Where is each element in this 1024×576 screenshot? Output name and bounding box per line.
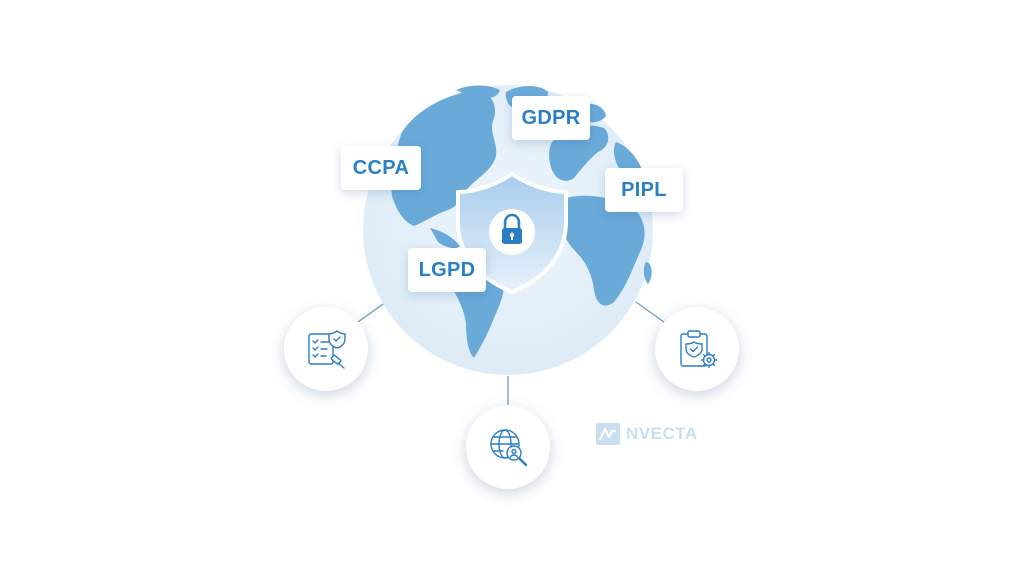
watermark-text: NVECTA: [626, 424, 698, 443]
pipl-text: PIPL: [621, 178, 667, 201]
nvecta-watermark: NVECTA: [596, 423, 698, 445]
clipboard-settings-node: [655, 307, 739, 391]
compliance-checklist-node: [284, 307, 368, 391]
compliance-checklist-icon: [308, 330, 346, 369]
gdpr-text: GDPR: [521, 106, 581, 129]
clipboard-settings-icon: [680, 330, 718, 369]
globe-user-search-icon: [490, 429, 528, 467]
ccpa-text: CCPA: [352, 156, 410, 179]
nvecta-logo-icon: [596, 423, 620, 445]
lgpd-text: LGPD: [418, 258, 476, 281]
lgpd-label: LGPD: [408, 248, 486, 292]
connector-line-left: [357, 301, 387, 323]
pipl-label: PIPL: [605, 168, 683, 212]
globe-user-search-node: [466, 405, 550, 489]
lock-icon: [502, 213, 522, 244]
connector-line-right: [635, 301, 665, 323]
ccpa-label: CCPA: [341, 146, 421, 190]
globe-continents: [391, 85, 652, 358]
gdpr-label: GDPR: [512, 96, 590, 140]
